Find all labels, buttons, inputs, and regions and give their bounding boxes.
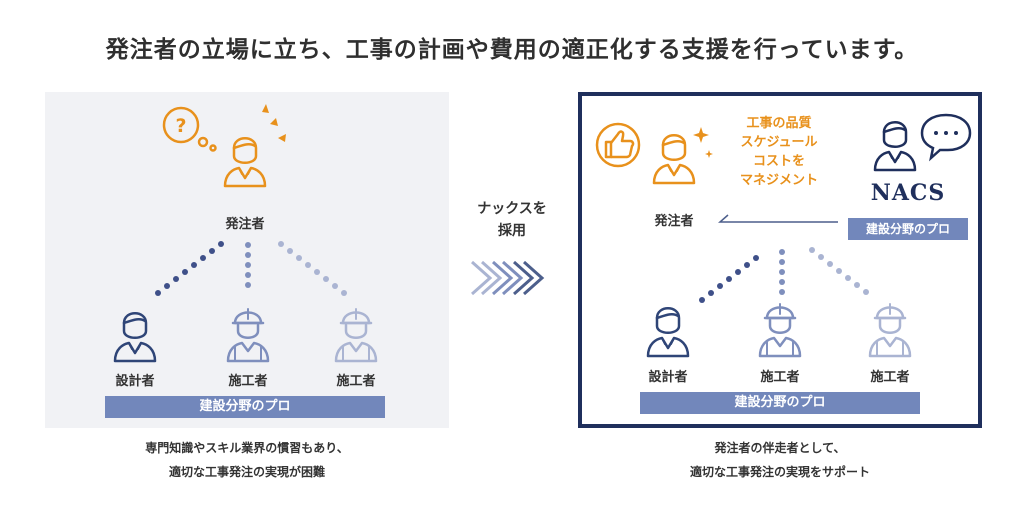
constructor-person-icon: [868, 302, 912, 358]
adopt-nacs-label: ナックスを 採用: [460, 198, 564, 242]
nacs-professional-badge: 建設分野のプロ: [848, 218, 968, 240]
svg-text:?: ?: [175, 115, 186, 137]
management-text: 工事の品質 スケジュール コストを マネジメント: [716, 114, 842, 190]
caption-line: 適切な工事発注の実現をサポート: [689, 465, 870, 479]
constructor-label: 施工者: [336, 374, 376, 389]
page-title: 発注者の立場に立ち、工事の計画や費用の適正化する支援を行っています。: [105, 37, 919, 63]
dotted-connectors-right: [699, 247, 869, 303]
constructor-person-icon: [758, 302, 802, 358]
constructor-person-icon: [334, 307, 378, 363]
management-arrow-icon: [718, 214, 838, 223]
adopt-line: ナックスを: [477, 201, 547, 217]
management-line: スケジュール: [740, 135, 818, 150]
management-line: コストを: [752, 154, 805, 169]
management-line: 工事の品質: [746, 116, 812, 131]
nacs-logo: NACS: [870, 180, 946, 206]
speech-bubble-icon: [920, 113, 972, 162]
question-bubble-icon: ?: [162, 106, 217, 152]
client-label: 発注者: [225, 217, 265, 232]
management-line: マネジメント: [739, 173, 818, 188]
constructor-label: 施工者: [760, 370, 800, 385]
left-panel-traditional: [45, 92, 449, 428]
thumbs-up-bubble-icon: [595, 122, 641, 168]
constructor-person-icon: [226, 307, 270, 363]
designer-label: 設計者: [115, 374, 155, 389]
professionals-band: 建設分野のプロ: [640, 392, 920, 414]
nacs-advisor-person-icon: [873, 121, 917, 172]
constructor-label: 施工者: [870, 370, 910, 385]
sparkle-icon: [693, 127, 713, 158]
client-person-icon: [223, 137, 267, 188]
caption-line: 適切な工事発注の実現が困難: [168, 465, 325, 479]
constructor-label: 施工者: [228, 374, 268, 389]
caption-line: 専門知識やスキル業界の慣習もあり、: [145, 441, 349, 455]
caption-line: 発注者の伴走者として、: [714, 441, 846, 455]
right-panel-with-nacs: [578, 92, 982, 428]
right-caption: 発注者の伴走者として、 適切な工事発注の実現をサポート: [550, 436, 1010, 484]
confusion-marks-icon: [262, 104, 286, 142]
adopt-line: 採用: [498, 223, 526, 239]
client-label: 発注者: [654, 214, 694, 229]
dotted-connectors-left: [155, 241, 347, 296]
professionals-band: 建設分野のプロ: [105, 396, 385, 418]
designer-person-icon: [113, 312, 157, 363]
chevron-arrows-icon: [471, 260, 545, 296]
left-caption: 専門知識やスキル業界の慣習もあり、 適切な工事発注の実現が困難: [17, 436, 477, 484]
client-person-icon: [652, 134, 696, 185]
designer-person-icon: [646, 307, 690, 358]
designer-label: 設計者: [648, 370, 688, 385]
